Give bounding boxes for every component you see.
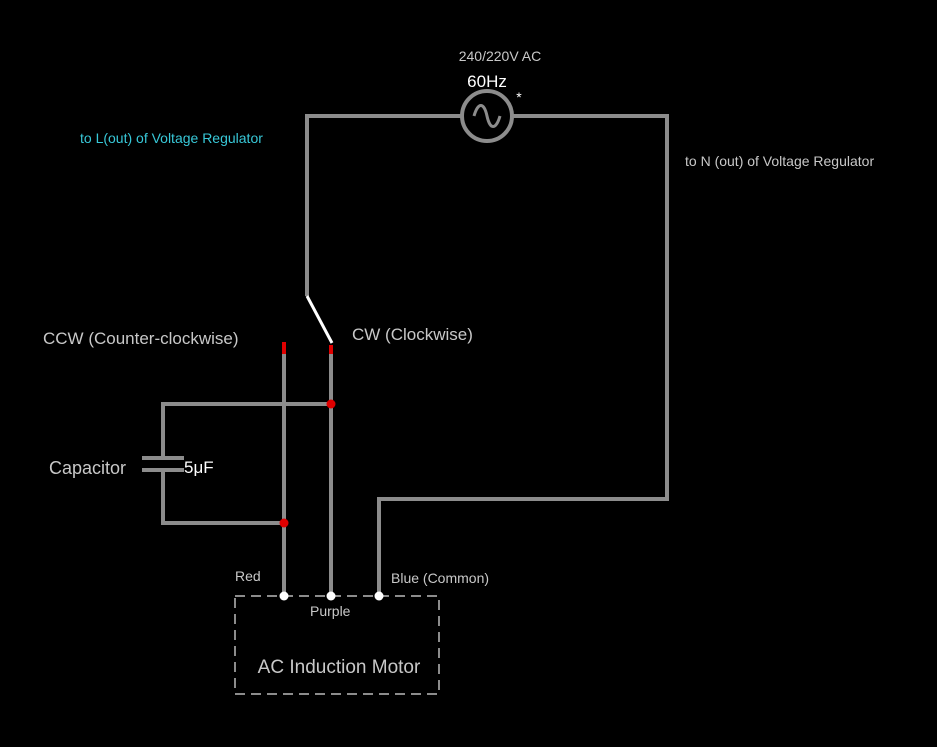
ccw-label: CCW (Counter-clockwise) <box>43 329 239 348</box>
capacitor-top-wire <box>161 402 331 458</box>
switch-blade <box>305 295 334 344</box>
motor-name-label: AC Induction Motor <box>258 657 421 678</box>
source-voltage-label: 240/220V AC <box>459 48 542 64</box>
neutral-terminal-label: to N (out) of Voltage Regulator <box>685 153 874 169</box>
source-frequency-label: 60Hz <box>467 72 507 91</box>
red-wire-label: Red <box>235 568 261 584</box>
line-wire <box>305 114 462 296</box>
junction-dot-cw <box>326 399 336 409</box>
capacitor-value-label: 5μF <box>184 458 214 477</box>
motor-box <box>234 595 440 695</box>
motor-terminal-purple <box>326 591 336 601</box>
source-marker: * <box>516 89 522 105</box>
capacitor-bottom-wire <box>161 470 284 525</box>
ac-source-symbol <box>460 89 514 143</box>
line-terminal-label: to L(out) of Voltage Regulator <box>80 130 263 146</box>
blue-wire-label: Blue (Common) <box>391 570 489 586</box>
motor-terminal-blue <box>374 591 384 601</box>
capacitor-symbol <box>142 456 184 472</box>
junction-dot-ccw <box>279 518 289 528</box>
motor-terminal-red <box>279 591 289 601</box>
cw-label: CW (Clockwise) <box>352 325 473 344</box>
purple-wire-label: Purple <box>310 603 351 619</box>
neutral-wire <box>377 114 669 597</box>
capacitor-label: Capacitor <box>49 458 126 478</box>
